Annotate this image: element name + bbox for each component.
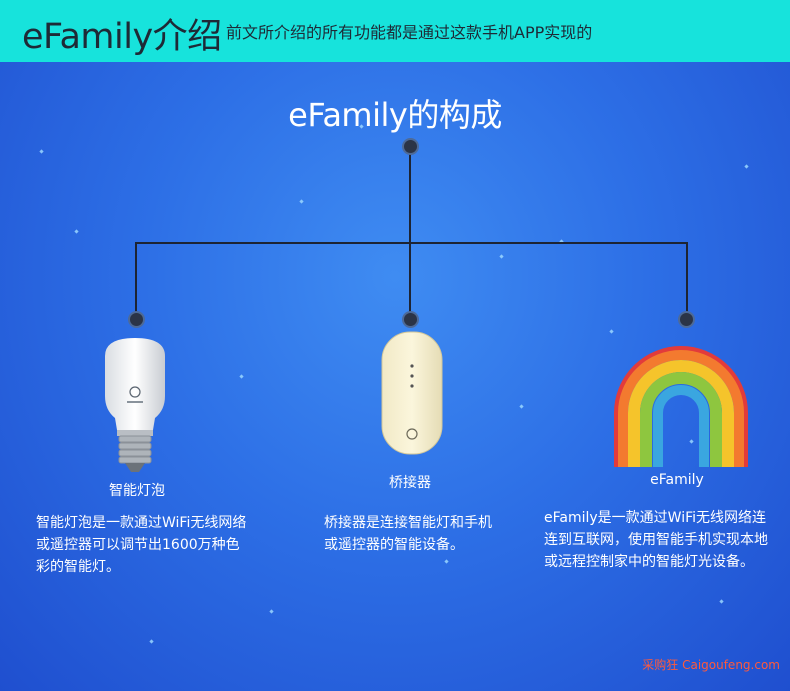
horizontal-line <box>135 242 688 244</box>
branch-line-right <box>686 242 688 320</box>
item-desc-efamily: eFamily是一款通过WiFi无线网络连 连到互联网，使用智能手机实现本地 或… <box>544 507 788 573</box>
star-icon <box>299 199 304 204</box>
item-label-bulb: 智能灯泡 <box>109 483 165 499</box>
star-icon <box>39 149 44 154</box>
desc-line: 彩的智能灯。 <box>36 559 120 575</box>
star-icon <box>444 559 449 564</box>
root-node <box>402 138 419 155</box>
star-icon <box>519 404 524 409</box>
desc-line: 智能灯泡是一款通过WiFi无线网络 <box>36 515 247 531</box>
node-right <box>678 311 695 328</box>
rainbow-logo-icon <box>614 346 748 467</box>
item-label-efamily: eFamily <box>650 472 704 488</box>
star-icon <box>744 164 749 169</box>
star-icon <box>499 254 504 259</box>
header-bar: eFamily介绍 前文所介绍的所有功能都是通过这款手机APP实现的 <box>0 0 790 62</box>
watermark: 采购狂 Caigoufeng.com <box>642 658 780 672</box>
desc-line: 或远程控制家中的智能灯光设备。 <box>544 554 754 570</box>
desc-line: 或遥控器可以调节出1600万种色 <box>36 537 240 553</box>
star-icon <box>149 639 154 644</box>
page-title: eFamily介绍 <box>22 17 222 57</box>
node-left <box>128 311 145 328</box>
desc-line: 桥接器是连接智能灯和手机 <box>324 515 492 531</box>
star-icon <box>269 609 274 614</box>
star-icon <box>74 229 79 234</box>
star-icon <box>719 599 724 604</box>
bridge-device-icon <box>381 331 443 455</box>
star-icon <box>609 329 614 334</box>
branch-line-left <box>135 242 137 320</box>
desc-line: 连到互联网，使用智能手机实现本地 <box>544 532 768 548</box>
smart-bulb-icon <box>105 338 165 472</box>
page-subtitle: 前文所介绍的所有功能都是通过这款手机APP实现的 <box>226 23 593 42</box>
desc-line: 或遥控器的智能设备。 <box>324 537 464 553</box>
branch-line-center <box>409 242 411 320</box>
star-icon <box>239 374 244 379</box>
item-label-bridge: 桥接器 <box>389 475 431 491</box>
trunk-line <box>409 147 411 243</box>
composition-title: eFamily的构成 <box>288 96 502 134</box>
item-desc-bridge: 桥接器是连接智能灯和手机 或遥控器的智能设备。 <box>324 512 544 556</box>
desc-line: eFamily是一款通过WiFi无线网络连 <box>544 510 767 526</box>
node-center <box>402 311 419 328</box>
item-desc-bulb: 智能灯泡是一款通过WiFi无线网络 或遥控器可以调节出1600万种色 彩的智能灯… <box>36 512 296 578</box>
